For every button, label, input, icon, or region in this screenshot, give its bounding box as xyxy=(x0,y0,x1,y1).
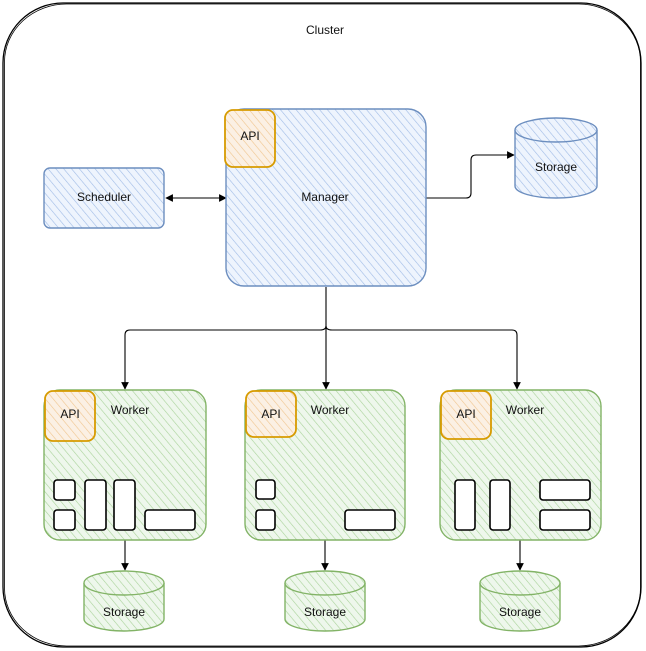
manager-storage-cylinder[interactable]: Storage xyxy=(514,117,598,199)
worker-1-component-small-bottom xyxy=(53,509,76,531)
worker-1-label: Worker xyxy=(111,403,149,417)
worker-3-box[interactable]: Worker API xyxy=(439,389,602,541)
manager-storage-connector xyxy=(426,151,515,199)
worker-3-component-tall-1 xyxy=(454,479,476,531)
worker-2-storage-cylinder[interactable]: Storage xyxy=(284,570,366,632)
worker-1-api-label: API xyxy=(60,407,79,421)
worker-2-components xyxy=(255,479,396,531)
worker-1-api-box[interactable]: API xyxy=(44,390,96,442)
manager-box[interactable]: Manager API xyxy=(224,108,427,287)
manager-api-label: API xyxy=(240,129,259,143)
worker-3-component-wide-bottom xyxy=(539,509,591,531)
manager-storage-label: Storage xyxy=(535,160,577,174)
worker-3-storage-cylinder[interactable]: Storage xyxy=(479,570,561,632)
worker-3-component-wide-top xyxy=(539,479,591,501)
connectors xyxy=(121,151,524,571)
worker-2-storage-label: Storage xyxy=(304,605,346,619)
scheduler-box[interactable]: Scheduler xyxy=(43,167,165,229)
worker-2-component-wide xyxy=(344,509,396,531)
worker-3-storage-label: Storage xyxy=(499,605,541,619)
worker-2-label: Worker xyxy=(311,403,349,417)
worker-2-component-small-top xyxy=(255,479,276,500)
worker-2-api-box[interactable]: API xyxy=(245,390,297,438)
worker-3-label: Worker xyxy=(506,403,544,417)
scheduler-label: Scheduler xyxy=(77,190,131,204)
worker-3-components xyxy=(454,479,591,531)
manager-worker-1-connector xyxy=(121,325,327,390)
worker-1-box[interactable]: Worker API xyxy=(43,389,207,541)
worker-3-component-tall-2 xyxy=(489,479,511,531)
manager-api-box[interactable]: API xyxy=(224,109,276,168)
worker-3-api-box[interactable]: API xyxy=(440,390,492,440)
manager-label: Manager xyxy=(301,190,348,204)
worker-2-component-small-bottom xyxy=(255,509,276,531)
worker-1-component-small-top xyxy=(53,479,76,501)
cluster-label: Cluster xyxy=(306,23,344,37)
worker-2-box[interactable]: Worker API xyxy=(244,389,406,541)
worker-2-api-label: API xyxy=(261,407,280,421)
worker-1-storage-cylinder[interactable]: Storage xyxy=(83,570,165,632)
worker-1-storage-label: Storage xyxy=(103,605,145,619)
manager-worker-3-connector xyxy=(325,325,521,390)
worker-1-component-tall-1 xyxy=(84,479,107,531)
worker-1-component-tall-2 xyxy=(113,479,136,531)
worker-1-components xyxy=(53,479,196,531)
worker-1-component-wide xyxy=(144,509,196,531)
worker-3-api-label: API xyxy=(456,407,475,421)
